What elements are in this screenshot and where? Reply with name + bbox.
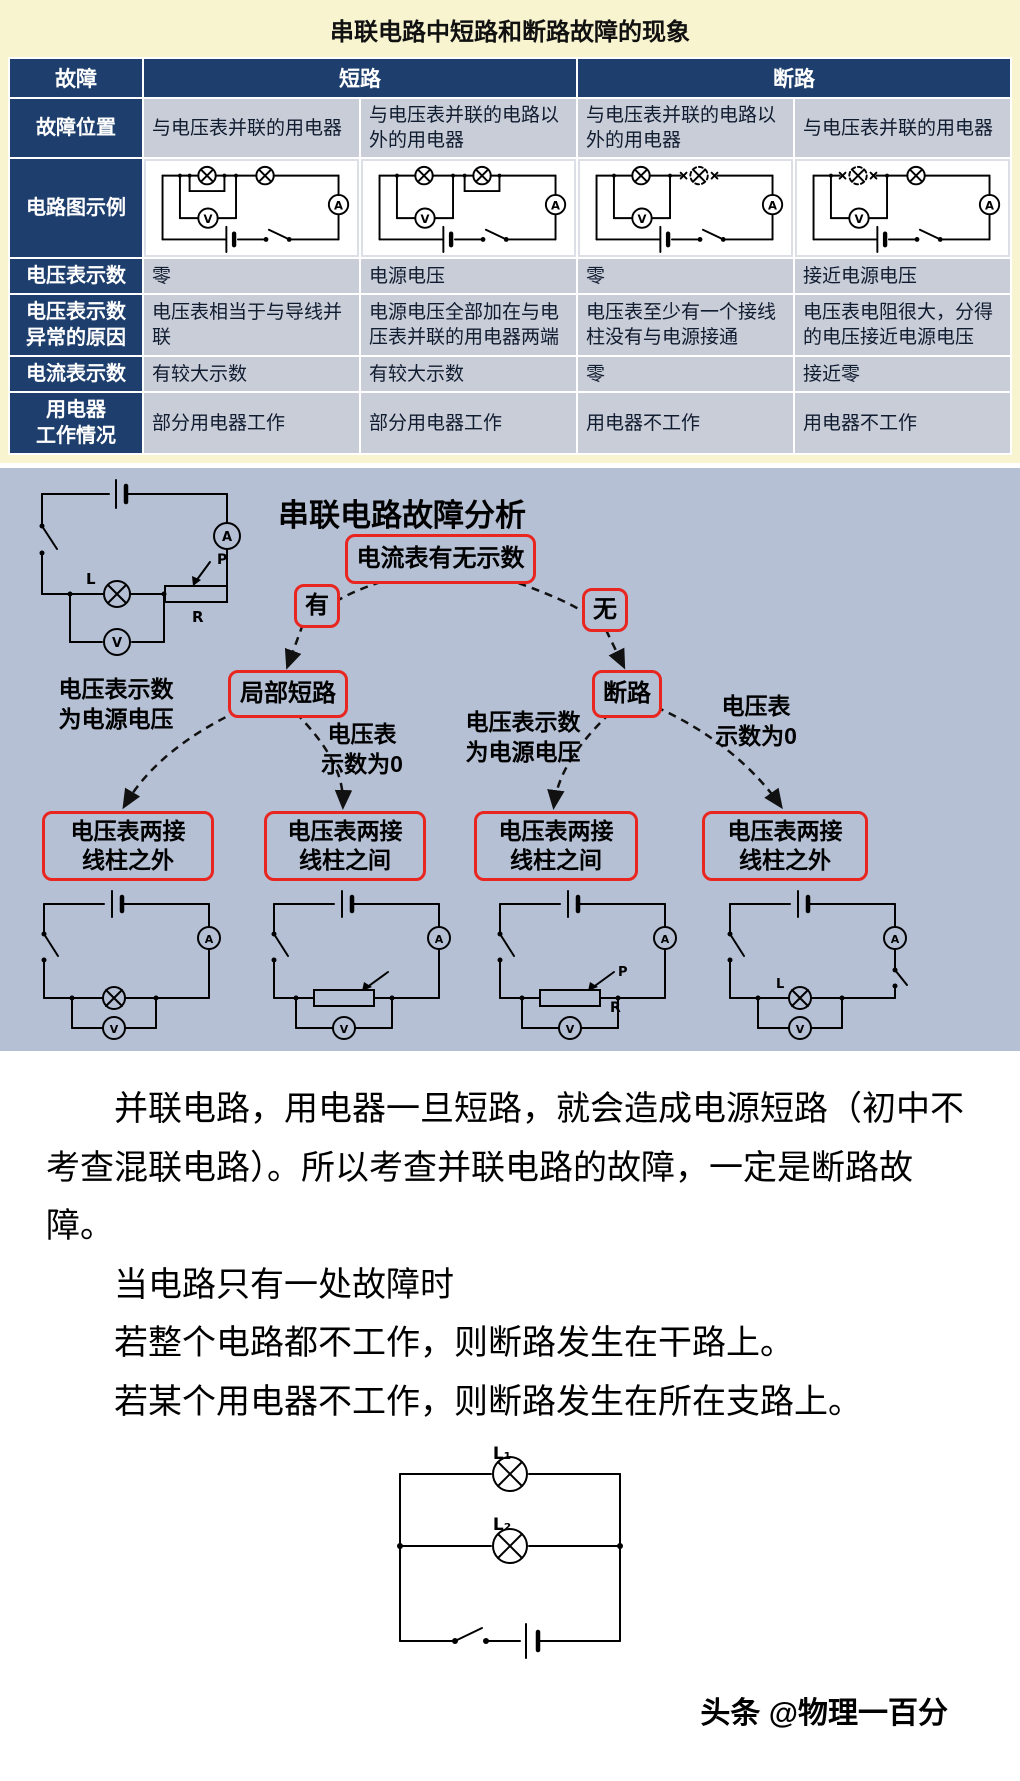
- parallel-circuit-diagram: L₁ L₂: [397, 1446, 623, 1659]
- fault-table-section: 串联电路中短路和断路故障的现象 故障 短路 断路 故障位置 与电压表并联的用电器…: [0, 0, 1020, 464]
- notes-paragraph: 并联电路，用电器一旦短路，就会造成电源短路（初中不考查混联电路）。所以考查并联电…: [46, 1091, 964, 1246]
- header-open-circuit: 断路: [576, 57, 1012, 99]
- row-label-location: 故障位置: [8, 96, 144, 160]
- fault-table: 故障 短路 断路 故障位置 与电压表并联的用电器 与电压表并联的电路以外的用电器…: [8, 57, 1012, 456]
- outcome-outside-terminals-2: 电压表两接 线柱之外: [702, 811, 868, 882]
- node-ammeter-reading: 电流表有无示数: [345, 534, 536, 585]
- cell-volt-3: 零: [576, 257, 795, 296]
- circuit-short-outside-terminals: A V: [41, 890, 221, 1041]
- label-voltmeter-zero-left: 电压表 示数为0: [321, 721, 403, 778]
- ammeter-label: A: [551, 199, 560, 213]
- ammeter-label: A: [891, 933, 900, 946]
- cell-ammeter-2: 有较大示数: [359, 355, 578, 394]
- table-header-row: 故障 短路 断路: [8, 57, 1012, 99]
- voltmeter-label: V: [566, 1023, 575, 1036]
- cell-reason-1: 电压表相当于与导线并联: [142, 293, 361, 358]
- cell-location-1: 与电压表并联的用电器: [142, 96, 361, 160]
- ammeter-label: A: [222, 530, 232, 545]
- table-row: 电压表示数 异常的原因 电压表相当于与导线并联 电源电压全部加在与电压表并联的用…: [8, 293, 1012, 358]
- table-row: 电路图示例 A V: [8, 157, 1012, 260]
- outcome-between-terminals-2: 电压表两接 线柱之间: [474, 811, 638, 882]
- notes-line-3: 若某个用电器不工作，则断路发生在所在支路上。: [114, 1383, 862, 1421]
- cell-volt-2: 电源电压: [359, 257, 578, 296]
- node-open-circuit: 断路: [592, 670, 662, 719]
- voltmeter-label: V: [854, 212, 863, 226]
- notes-line-2: 若整个电路都不工作，则断路发生在干路上。: [114, 1325, 794, 1363]
- cell-reason-3: 电压表至少有一个接线柱没有与电源接通: [576, 293, 795, 358]
- voltmeter-label: V: [340, 1023, 349, 1036]
- ammeter-label: A: [334, 199, 343, 213]
- cell-appliance-2: 部分用电器工作: [359, 391, 578, 456]
- row-label-appliance: 用电器 工作情况: [8, 391, 144, 456]
- rheostat-label: R: [610, 1000, 621, 1016]
- cell-appliance-1: 部分用电器工作: [142, 391, 361, 456]
- notes-section: 并联电路，用电器一旦短路，就会造成电源短路（初中不考查混联电路）。所以考查并联电…: [0, 1051, 1020, 1781]
- lamp-l1-label: L₁: [493, 1446, 511, 1464]
- series-circuit-example: A P R L V: [39, 479, 241, 657]
- slider-label: P: [217, 552, 227, 568]
- ammeter-label: A: [661, 933, 670, 946]
- table-row: 电流表示数 有较大示数 有较大示数 零 接近零: [8, 355, 1012, 394]
- cell-volt-4: 接近电源电压: [793, 257, 1012, 296]
- cell-volt-1: 零: [142, 257, 361, 296]
- ammeter-label: A: [205, 933, 214, 946]
- lamp-label: L: [86, 570, 96, 588]
- voltmeter-label: V: [112, 636, 122, 651]
- header-fault: 故障: [8, 57, 144, 99]
- cell-ammeter-4: 接近零: [793, 355, 1012, 394]
- flowchart-title: 串联电路故障分析: [278, 498, 526, 534]
- parallel-circuit-figure: L₁ L₂: [46, 1446, 974, 1678]
- cell-appliance-3: 用电器不工作: [576, 391, 795, 456]
- node-yes: 有: [294, 584, 340, 629]
- label-voltmeter-source-voltage-right: 电压表示数 为电源电压: [465, 709, 581, 766]
- circuit-open-outside-terminals: A L V: [727, 890, 908, 1041]
- label-voltmeter-source-voltage-left: 电压表示数 为电源电压: [58, 676, 174, 733]
- table-row: 用电器 工作情况 部分用电器工作 部分用电器工作 用电器不工作 用电器不工作: [8, 391, 1012, 456]
- voltmeter-label: V: [637, 212, 646, 226]
- cell-appliance-4: 用电器不工作: [793, 391, 1012, 456]
- circuit-short-of-other-appliance: A V: [378, 166, 567, 254]
- circuit-short-of-parallel-appliance: A V: [161, 166, 350, 254]
- voltmeter-label: V: [110, 1023, 119, 1036]
- node-partial-short: 局部短路: [228, 670, 348, 719]
- notes-line-1: 当电路只有一处故障时: [114, 1266, 454, 1304]
- ammeter-label: A: [985, 199, 994, 213]
- cell-location-3: 与电压表并联的电路以外的用电器: [576, 96, 795, 160]
- row-label-voltmeter-reading: 电压表示数: [8, 257, 144, 296]
- cell-location-2: 与电压表并联的电路以外的用电器: [359, 96, 578, 160]
- outcome-outside-terminals-1: 电压表两接 线柱之外: [42, 811, 214, 882]
- circuit-open-of-parallel-appliance: A V: [812, 166, 1001, 254]
- ammeter-label: A: [768, 199, 777, 213]
- label-voltmeter-zero-right: 电压表 示数为0: [715, 693, 797, 750]
- rheostat-label: R: [192, 608, 204, 626]
- cell-reason-2: 电源电压全部加在与电压表并联的用电器两端: [359, 293, 578, 358]
- cell-ammeter-3: 零: [576, 355, 795, 394]
- slider-label: P: [618, 965, 628, 980]
- cell-reason-4: 电压表电阻很大，分得的电压接近电源电压: [793, 293, 1012, 358]
- cell-location-4: 与电压表并联的用电器: [793, 96, 1012, 160]
- voltmeter-label: V: [203, 212, 212, 226]
- circuit-short-between-terminals: A V: [271, 890, 451, 1041]
- lamp-label: L: [776, 977, 784, 992]
- header-short-circuit: 短路: [142, 57, 578, 99]
- outcome-between-terminals-1: 电压表两接 线柱之间: [264, 811, 426, 882]
- table-title: 串联电路中短路和断路故障的现象: [330, 19, 690, 46]
- fault-analysis-flowchart: A P R L V 串联电路故障分析 电流表有无示数 有 无 局部短路 断路 电…: [0, 468, 1020, 1052]
- node-no: 无: [582, 588, 628, 633]
- row-label-diagram: 电路图示例: [8, 157, 144, 260]
- circuit-open-of-other-appliance: A V: [595, 166, 784, 254]
- cell-ammeter-1: 有较大示数: [142, 355, 361, 394]
- ammeter-label: A: [435, 933, 444, 946]
- watermark: 头条 @物理一百分: [700, 1696, 948, 1730]
- row-label-reason: 电压表示数 异常的原因: [8, 293, 144, 358]
- voltmeter-label: V: [796, 1023, 805, 1036]
- row-label-ammeter-reading: 电流表示数: [8, 355, 144, 394]
- circuit-open-between-terminals: A P R V: [497, 890, 677, 1041]
- table-row: 故障位置 与电压表并联的用电器 与电压表并联的电路以外的用电器 与电压表并联的电…: [8, 96, 1012, 160]
- table-row: 电压表示数 零 电源电压 零 接近电源电压: [8, 257, 1012, 296]
- voltmeter-label: V: [420, 212, 429, 226]
